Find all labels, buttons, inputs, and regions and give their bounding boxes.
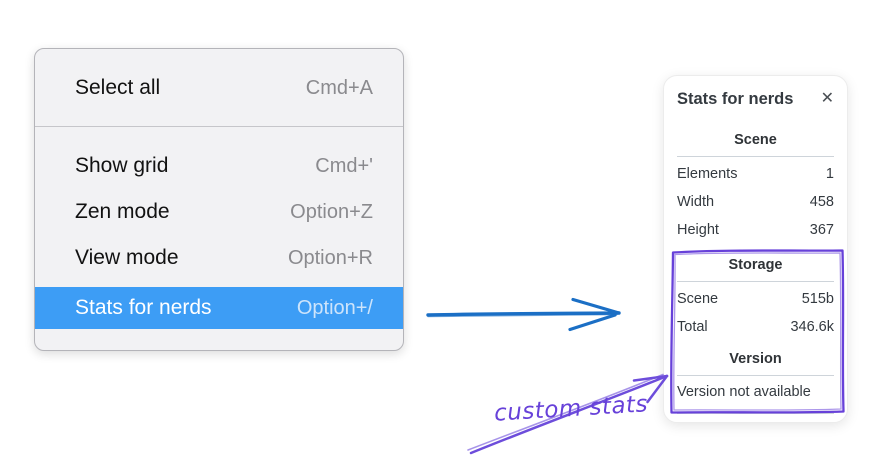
- stat-row-scene-size: Scene 515b: [677, 285, 834, 313]
- stat-label: Total: [677, 319, 708, 335]
- menu-item-show-grid[interactable]: Show grid Cmd+': [35, 143, 403, 189]
- menu-item-stats-for-nerds[interactable]: Stats for nerds Option+/: [35, 287, 403, 329]
- menu-item-label: Show grid: [75, 154, 169, 177]
- divider: [677, 156, 834, 157]
- scene-section-title: Scene: [734, 132, 777, 148]
- menu-item-label: Zen mode: [75, 200, 170, 223]
- stat-label: Height: [677, 222, 719, 238]
- menu-separator: [35, 126, 403, 127]
- menu-item-label: View mode: [75, 246, 179, 269]
- stat-label: Width: [677, 194, 715, 210]
- menu-item-label: Stats for nerds: [75, 296, 212, 319]
- stat-row-total-size: Total 346.6k: [677, 313, 834, 341]
- stat-value: 346.6k: [790, 319, 834, 335]
- menu-item-shortcut: Option+/: [296, 296, 373, 319]
- close-icon[interactable]: ✕: [820, 90, 834, 107]
- menu-item-shortcut: Cmd+': [315, 154, 373, 177]
- menu-item-shortcut: Option+R: [287, 246, 373, 269]
- version-note: Version not available: [677, 384, 811, 400]
- divider: [677, 281, 834, 282]
- stat-value: 367: [809, 222, 834, 238]
- divider: [677, 375, 834, 376]
- menu-item-label: Select all: [75, 76, 161, 99]
- context-menu: Select all Cmd+A Show grid Cmd+' Zen mod…: [34, 48, 404, 351]
- stat-row-elements: Elements 1: [677, 160, 834, 188]
- menu-item-select-all[interactable]: Select all Cmd+A: [35, 65, 403, 111]
- stat-row-height: Height 367: [677, 216, 834, 244]
- stat-value: 458: [809, 194, 834, 210]
- storage-section-title: Storage: [728, 257, 783, 273]
- divider: [677, 413, 834, 414]
- menu-item-shortcut: Cmd+A: [305, 76, 373, 99]
- stat-value: 1: [825, 166, 834, 182]
- stat-label: Scene: [677, 291, 719, 307]
- stats-panel: Stats for nerds ✕ Scene Elements 1 Width…: [663, 75, 848, 423]
- stat-label: Elements: [677, 166, 738, 182]
- version-section-title: Version: [729, 351, 782, 367]
- blue-arrow: [426, 297, 621, 332]
- custom-stats-label: custom stats: [493, 391, 649, 427]
- menu-item-shortcut: Option+Z: [290, 200, 373, 223]
- stat-row-width: Width 458: [677, 188, 834, 216]
- menu-item-zen-mode[interactable]: Zen mode Option+Z: [35, 189, 403, 235]
- stats-panel-title: Stats for nerds: [677, 89, 794, 108]
- menu-item-view-mode[interactable]: View mode Option+R: [35, 235, 403, 281]
- stat-value: 515b: [801, 291, 834, 307]
- stats-panel-header: Stats for nerds ✕: [677, 88, 834, 110]
